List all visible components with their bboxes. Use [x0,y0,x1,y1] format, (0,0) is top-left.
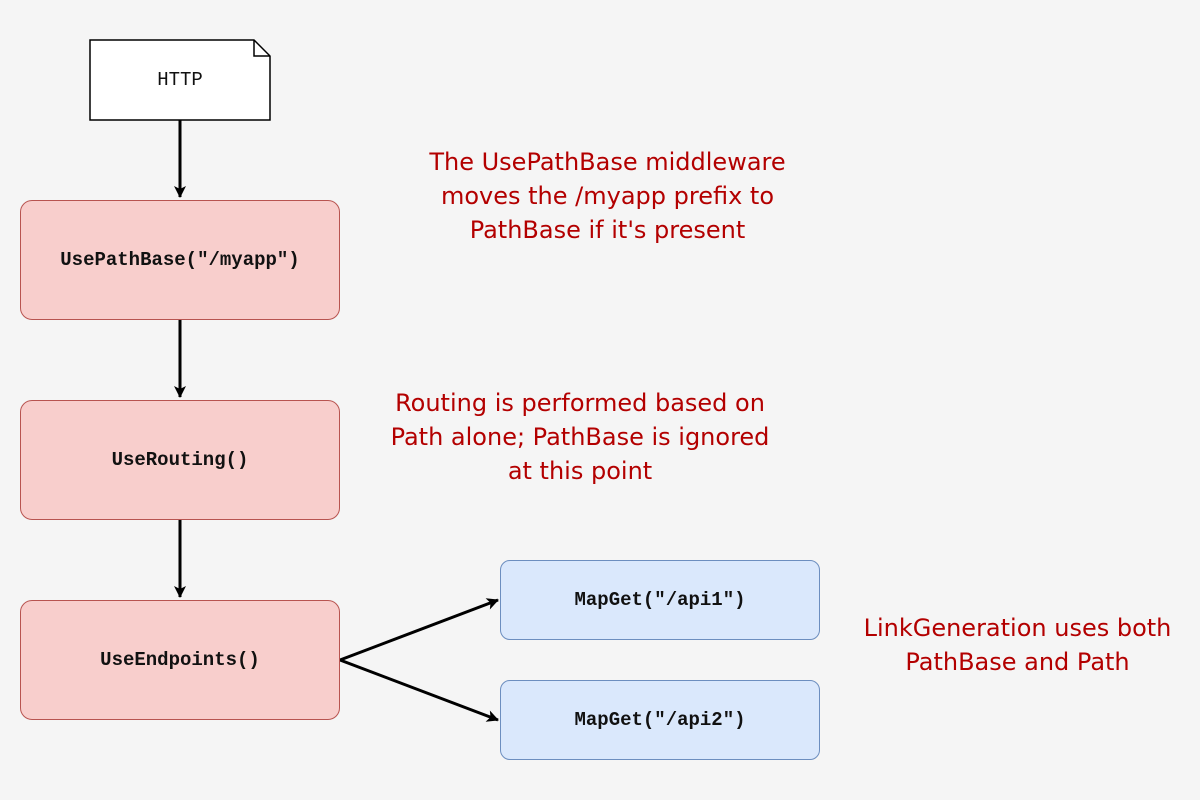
useendpoints-node: UseEndpoints() [20,600,340,720]
mapget-api2-node: MapGet("/api2") [500,680,820,760]
note-link-generation: LinkGeneration uses both PathBase and Pa… [845,611,1190,679]
note-routing-line: at this point [507,457,653,485]
note-path-base-line: The UsePathBase middleware [429,148,786,176]
note-path-base: The UsePathBase middleware moves the /my… [380,145,835,247]
http-document-shape [89,39,271,121]
note-link-generation-line: LinkGeneration uses both [863,614,1172,642]
note-path-base-line: PathBase if it's present [469,216,746,244]
note-routing-line: Path alone; PathBase is ignored [390,423,770,451]
arrow-useendpoints-to-api2 [339,658,499,722]
note-routing: Routing is performed based on Path alone… [350,386,810,488]
arrow-useendpoints-to-api1 [339,598,499,662]
mapget-api1-node: MapGet("/api1") [500,560,820,640]
usepathbase-node: UsePathBase("/myapp") [20,200,340,320]
userouting-node: UseRouting() [20,400,340,520]
note-link-generation-line: PathBase and Path [905,648,1130,676]
http-document-label: HTTP [157,69,203,91]
note-routing-line: Routing is performed based on [395,389,765,417]
note-path-base-line: moves the /myapp prefix to [440,182,775,210]
